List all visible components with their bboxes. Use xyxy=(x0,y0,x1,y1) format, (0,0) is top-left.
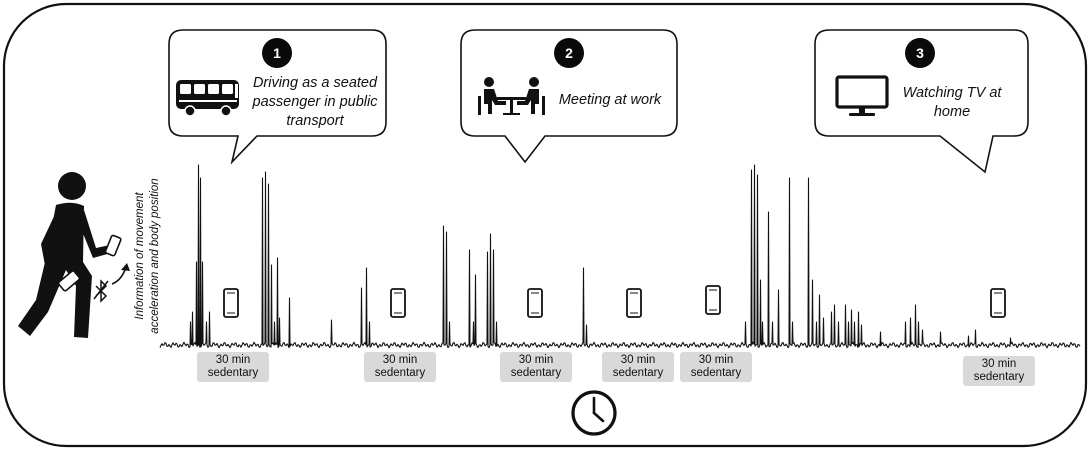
smartphone-icon xyxy=(705,285,721,315)
smartphone-icon xyxy=(390,288,406,318)
walking-person-icon xyxy=(18,172,122,338)
tv-icon xyxy=(835,75,889,116)
meeting-icon xyxy=(478,77,545,115)
y-axis-label-line: acceleration and body position xyxy=(149,178,161,334)
smartphone-icon xyxy=(223,288,239,318)
sedentary-label-duration: 30 min xyxy=(620,354,656,366)
sedentary-label: 30 min sedentary xyxy=(197,352,269,382)
sedentary-label-state: sedentary xyxy=(973,371,1025,383)
sedentary-label-state: sedentary xyxy=(207,367,259,379)
acceleration-signal-line xyxy=(159,164,1081,349)
sedentary-label-state: sedentary xyxy=(690,367,742,379)
bus-icon xyxy=(176,80,239,117)
sedentary-label-state: sedentary xyxy=(510,367,562,379)
speech-bubble-1 xyxy=(168,29,387,165)
caption-line: passenger in public xyxy=(252,94,378,110)
bluetooth-icon xyxy=(93,279,109,303)
sedentary-label-state: sedentary xyxy=(374,367,426,379)
speech-bubble-2 xyxy=(460,29,678,164)
sedentary-label: 30 min sedentary xyxy=(680,352,752,382)
y-axis-label-line: Information of movement xyxy=(134,192,146,320)
sedentary-label-duration: 30 min xyxy=(382,354,418,366)
smartphone-icon xyxy=(990,288,1006,318)
caption-line: home xyxy=(933,104,971,120)
sedentary-label-state: sedentary xyxy=(612,367,664,379)
scene-1-caption: Driving as a seated passenger in public … xyxy=(244,74,386,131)
caption-line: Driving as a seated xyxy=(252,75,378,91)
caption-line: Meeting at work xyxy=(558,92,662,108)
sedentary-label-duration: 30 min xyxy=(698,354,734,366)
sedentary-label: 30 min sedentary xyxy=(364,352,436,382)
sedentary-label: 30 min sedentary xyxy=(602,352,674,382)
scene-2-caption: Meeting at work xyxy=(550,91,670,110)
sedentary-label-duration: 30 min xyxy=(215,354,251,366)
caption-line: Watching TV at xyxy=(902,85,1002,101)
sedentary-label: 30 min sedentary xyxy=(963,356,1035,386)
smartphone-icon xyxy=(527,288,543,318)
scene-number-2: 2 xyxy=(554,38,584,68)
sedentary-label-duration: 30 min xyxy=(518,354,554,366)
rotation-arrow-icon xyxy=(111,263,130,285)
y-axis-label: Information of movement acceleration and… xyxy=(133,161,163,351)
scene-3-caption: Watching TV at home xyxy=(896,84,1008,122)
caption-line: transport xyxy=(286,113,344,129)
speech-bubble-3 xyxy=(814,29,1029,174)
sedentary-label: 30 min sedentary xyxy=(500,352,572,382)
scene-number-1: 1 xyxy=(262,38,292,68)
scene-number-3: 3 xyxy=(905,38,935,68)
clock-icon xyxy=(571,390,617,436)
sedentary-label-duration: 30 min xyxy=(981,358,1017,370)
smartphone-icon xyxy=(626,288,642,318)
